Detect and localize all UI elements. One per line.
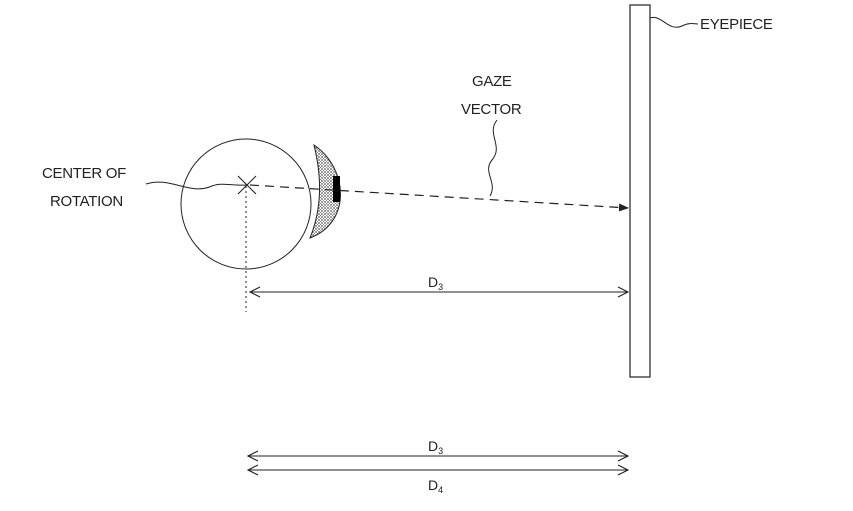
- center-of-rotation-label-line1: CENTER OF: [42, 165, 126, 182]
- d4-dimension-label: D4: [428, 477, 443, 495]
- eyepiece-leader-line: [649, 16, 699, 28]
- gaze-vector-label-line2: VECTOR: [461, 101, 522, 118]
- gaze-vector-arrow: [249, 184, 629, 212]
- gaze-vector-leader: [488, 119, 498, 197]
- d3-dimension-label: D3: [428, 274, 443, 292]
- cornea-iris: [309, 143, 341, 239]
- d3-lower-dimension-label: D3: [428, 438, 443, 456]
- gaze-vector-label-line1: GAZE: [472, 73, 512, 90]
- center-of-rotation-label-line2: ROTATION: [50, 193, 123, 210]
- eyeball: [180, 138, 312, 270]
- center-of-rotation-mark: [237, 175, 257, 195]
- eyepiece-plate: [629, 4, 651, 378]
- eyepiece-label: EYEPIECE: [700, 16, 773, 33]
- pupil: [333, 176, 340, 202]
- center-of-rotation-leader: [145, 181, 247, 190]
